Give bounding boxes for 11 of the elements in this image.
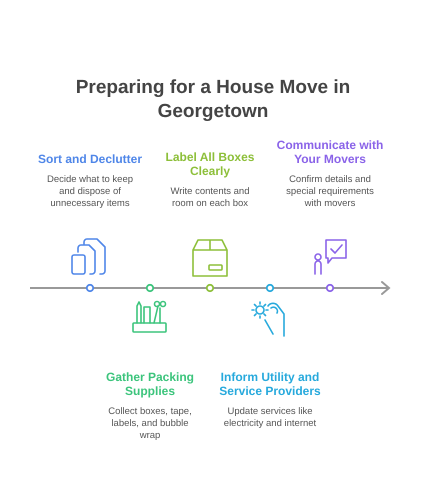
step-heading: Gather Packing Supplies (104, 370, 196, 398)
step-description: Write contents and room on each box (169, 186, 251, 210)
step-heading: Label All Boxes Clearly (164, 150, 256, 178)
step-heading: Inform Utility and Service Providers (218, 370, 322, 398)
step-heading: Communicate with Your Movers (276, 138, 384, 166)
step-description: Collect boxes, tape, labels, and bubble wrap (107, 406, 193, 442)
step-description: Confirm details and special requirements with movers (285, 174, 375, 210)
step-description: Decide what to keep and dispose of unnecessary items (46, 174, 134, 210)
step-heading: Sort and Declutter (38, 152, 142, 166)
step-description: Update services like electricity and internet (222, 406, 318, 430)
title: Preparing for a House Move in Georgetown (74, 76, 352, 124)
